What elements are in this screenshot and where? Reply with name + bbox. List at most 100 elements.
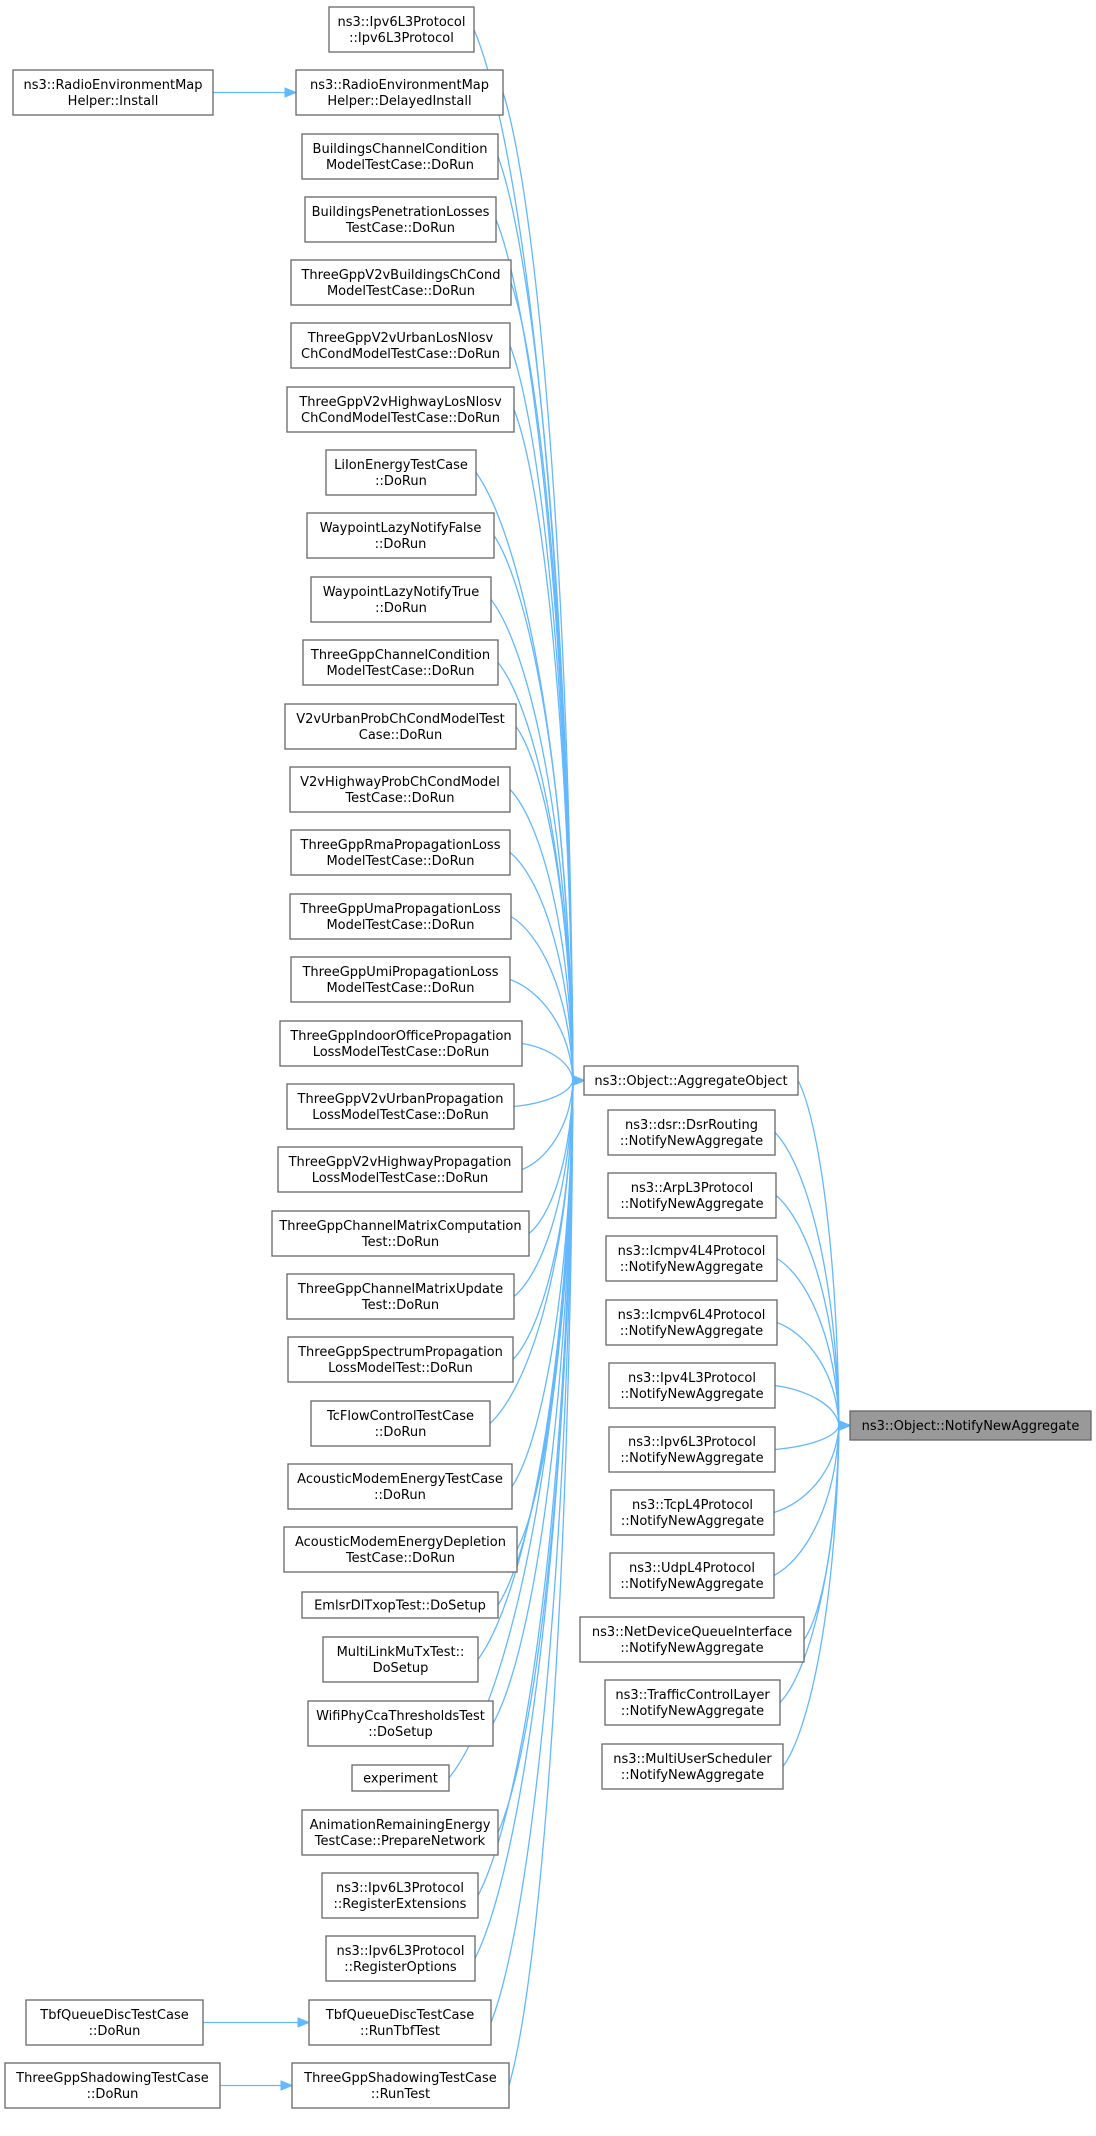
function-node[interactable]: TcFlowControlTestCase::DoRun [310, 1400, 491, 1447]
node-box [351, 1764, 450, 1792]
node-label: ThreeGppV2vUrbanLosNlosv [307, 331, 494, 346]
node-box [849, 1410, 1092, 1441]
function-node[interactable]: ns3::TrafficControlLayer::NotifyNewAggre… [604, 1679, 781, 1726]
function-node[interactable]: experiment [351, 1764, 450, 1792]
node-box [286, 1273, 515, 1320]
function-node[interactable]: ns3::MultiUserScheduler::NotifyNewAggreg… [601, 1743, 784, 1790]
node-label: ::RegisterOptions [344, 1960, 457, 1975]
function-node[interactable]: ThreeGppChannelConditionModelTestCase::D… [302, 639, 499, 686]
node-label: TestCase::DoRun [345, 221, 455, 236]
node-box [287, 1463, 513, 1510]
edge-line [782, 1425, 840, 1767]
node-box [290, 956, 511, 1003]
node-label: ns3::NetDeviceQueueInterface [592, 1625, 792, 1640]
arrowhead-icon [838, 1420, 852, 1431]
function-node[interactable]: LiIonEnergyTestCase::DoRun [325, 449, 477, 496]
function-node[interactable]: ThreeGppIndoorOfficePropagationLossModel… [279, 1020, 523, 1067]
function-node[interactable]: ns3::RadioEnvironmentMapHelper::DelayedI… [295, 69, 504, 116]
node-label: TestCase::DoRun [345, 1551, 455, 1566]
call-edge [220, 2080, 294, 2091]
function-node[interactable]: MultiLinkMuTxTest::DoSetup [322, 1636, 479, 1683]
node-box [271, 1210, 530, 1257]
node-box [608, 1362, 776, 1409]
function-node[interactable]: ns3::Ipv6L3Protocol::NotifyNewAggregate [608, 1426, 776, 1473]
function-node[interactable]: WifiPhyCcaThresholdsTest::DoSetup [307, 1700, 494, 1747]
function-node[interactable]: ThreeGppV2vHighwayLosNlosvChCondModelTes… [286, 386, 515, 433]
node-box [583, 1065, 799, 1096]
node-label: WaypointLazyNotifyTrue [323, 585, 480, 600]
function-node[interactable]: AnimationRemainingEnergyTestCase::Prepar… [301, 1809, 499, 1856]
function-node[interactable]: WaypointLazyNotifyTrue::DoRun [310, 576, 492, 623]
target-function-node[interactable]: ns3::Object::NotifyNewAggregate [849, 1410, 1092, 1441]
function-node[interactable]: ns3::Ipv6L3Protocol::Ipv6L3Protocol [328, 6, 475, 53]
function-node[interactable]: WaypointLazyNotifyFalse::DoRun [306, 512, 495, 559]
function-node[interactable]: AcousticModemEnergyTestCase::DoRun [287, 1463, 513, 1510]
node-label: ThreeGppIndoorOfficePropagation [289, 1029, 511, 1044]
node-label: ChCondModelTestCase::DoRun [301, 411, 500, 426]
function-node[interactable]: ThreeGppRmaPropagationLossModelTestCase:… [290, 829, 511, 876]
function-node[interactable]: ThreeGppShadowingTestCase::RunTest [291, 2062, 510, 2109]
function-node[interactable]: ThreeGppSpectrumPropagationLossModelTest… [287, 1336, 514, 1383]
function-node[interactable]: ThreeGppShadowingTestCase::DoRun [4, 2062, 221, 2109]
function-node[interactable]: ns3::NetDeviceQueueInterface::NotifyNewA… [579, 1616, 805, 1663]
node-label: V2vUrbanProbChCondModelTest [296, 712, 505, 727]
function-node[interactable]: TbfQueueDiscTestCase::DoRun [25, 1999, 204, 2046]
node-label: BuildingsChannelCondition [313, 142, 488, 157]
node-label: ns3::Object::AggregateObject [594, 1074, 787, 1089]
call-edge [797, 1080, 852, 1431]
function-node[interactable]: ThreeGppUmiPropagationLossModelTestCase:… [290, 956, 511, 1003]
function-node[interactable]: ns3::Object::AggregateObject [583, 1065, 799, 1096]
node-label: ModelTestCase::DoRun [326, 664, 474, 679]
function-node[interactable]: ns3::Icmpv6L4Protocol::NotifyNewAggregat… [605, 1299, 778, 1346]
function-node[interactable]: ThreeGppV2vHighwayPropagationLossModelTe… [277, 1146, 523, 1193]
function-node[interactable]: ThreeGppV2vUrbanPropagationLossModelTest… [286, 1083, 515, 1130]
node-label: ThreeGppV2vHighwayLosNlosv [298, 395, 502, 410]
call-edge [509, 345, 586, 1086]
function-node[interactable]: ns3::Icmpv4L4Protocol::NotifyNewAggregat… [605, 1235, 778, 1282]
function-node[interactable]: AcousticModemEnergyDepletionTestCase::Do… [283, 1526, 518, 1573]
function-node[interactable]: ns3::Ipv6L3Protocol::RegisterExtensions [321, 1872, 479, 1919]
function-node[interactable]: BuildingsPenetrationLossesTestCase::DoRu… [304, 196, 497, 243]
edge-line [490, 1080, 574, 2023]
node-label: MultiLinkMuTxTest:: [337, 1645, 465, 1660]
node-box [286, 1083, 515, 1130]
node-box [4, 2062, 221, 2109]
node-box [607, 1109, 776, 1156]
node-label: LossModelTestCase::DoRun [313, 1045, 490, 1060]
node-label: Helper::Install [68, 94, 159, 109]
node-label: V2vHighwayProbChCondModel [300, 775, 500, 790]
node-box [12, 69, 214, 116]
node-label: ThreeGppChannelCondition [310, 648, 490, 663]
node-box [279, 1020, 523, 1067]
node-box [604, 1679, 781, 1726]
function-node[interactable]: ns3::ArpL3Protocol::NotifyNewAggregate [607, 1172, 777, 1219]
node-label: Test::DoRun [361, 1235, 439, 1250]
node-label: ThreeGppUmaPropagationLoss [299, 902, 501, 917]
function-node[interactable]: ns3::Ipv4L3Protocol::NotifyNewAggregate [608, 1362, 776, 1409]
node-box [25, 1999, 204, 2046]
node-label: ::Ipv6L3Protocol [349, 31, 454, 46]
function-node[interactable]: ns3::Ipv6L3Protocol::RegisterOptions [325, 1935, 476, 1982]
function-node[interactable]: ThreeGppUmaPropagationLossModelTestCase:… [289, 893, 512, 940]
function-node[interactable]: ThreeGppChannelMatrixComputationTest::Do… [271, 1210, 530, 1257]
node-box [306, 512, 495, 559]
node-label: ::NotifyNewAggregate [620, 1260, 763, 1275]
node-label: DoSetup [373, 1661, 429, 1676]
function-node[interactable]: EmlsrDlTxopTest::DoSetup [301, 1591, 499, 1619]
node-label: ::DoRun [375, 537, 427, 552]
node-box [308, 1999, 492, 2046]
function-node[interactable]: BuildingsChannelConditionModelTestCase::… [301, 133, 499, 180]
function-node[interactable]: ns3::UdpL4Protocol::NotifyNewAggregate [609, 1552, 775, 1599]
function-node[interactable]: ns3::dsr::DsrRouting::NotifyNewAggregate [607, 1109, 776, 1156]
node-label: ThreeGppV2vHighwayPropagation [288, 1155, 512, 1170]
arrowhead-icon [572, 1075, 586, 1086]
node-label: ::NotifyNewAggregate [620, 1577, 763, 1592]
function-node[interactable]: ThreeGppV2vUrbanLosNlosvChCondModelTestC… [290, 322, 511, 369]
function-node[interactable]: TbfQueueDiscTestCase::RunTbfTest [308, 1999, 492, 2046]
function-node[interactable]: ns3::TcpL4Protocol::NotifyNewAggregate [610, 1489, 775, 1536]
function-node[interactable]: ThreeGppV2vBuildingsChCondModelTestCase:… [290, 259, 512, 306]
